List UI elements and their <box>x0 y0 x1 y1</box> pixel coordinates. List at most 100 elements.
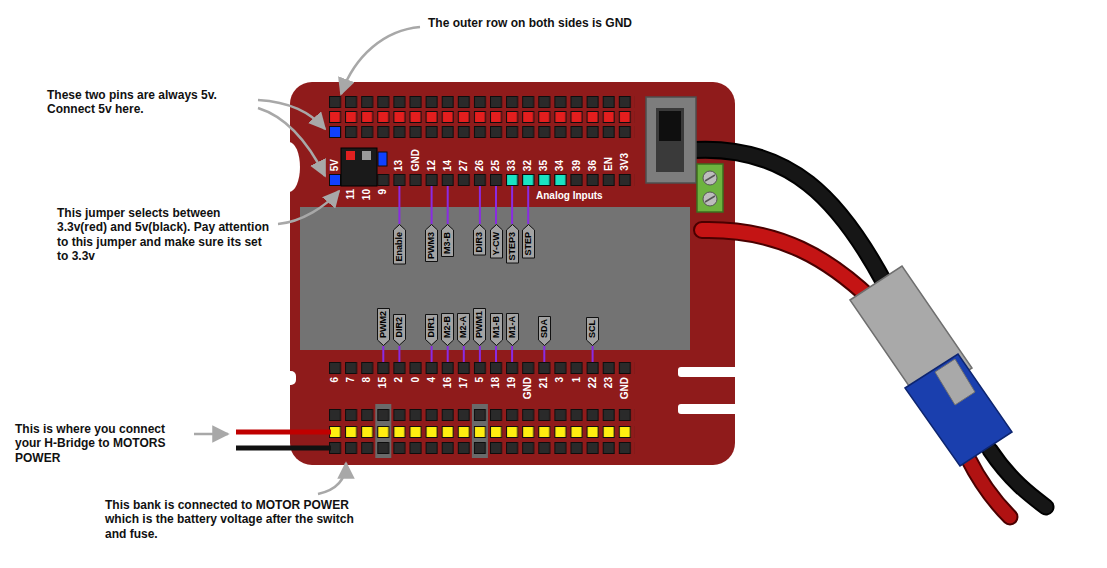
pin-label: 4 <box>427 377 437 383</box>
pin-tag: SCL <box>586 317 599 346</box>
terminal-block <box>697 164 723 212</box>
pin-label: 32 <box>523 160 533 171</box>
signal-name: DIR3 <box>475 232 484 253</box>
pin-tag: DIR1 <box>425 314 438 346</box>
header-row <box>329 409 635 421</box>
trace <box>511 346 513 362</box>
pin-tag: PWM1 <box>473 308 486 346</box>
connector-housing <box>905 354 1012 466</box>
tag-shape <box>393 225 405 265</box>
pin-tag: Enable <box>393 224 406 265</box>
callout-text: This bank is connected to MOTOR POWER wh… <box>105 498 355 541</box>
header-row <box>329 362 635 374</box>
section-label: Analog Inputs <box>536 190 603 201</box>
callout-text: The outer row on both sides is GND <box>428 16 688 30</box>
signal-name: M3-B <box>443 232 452 254</box>
trace <box>398 186 400 224</box>
trace <box>495 346 497 362</box>
pin-label: 6 <box>330 377 340 383</box>
pin-label: 15 <box>378 377 388 388</box>
pin-tag: PWM3 <box>425 224 438 262</box>
tag-shape <box>442 314 454 346</box>
wire <box>694 150 885 284</box>
signal-name: PWM3 <box>427 232 436 259</box>
pin-label: 0 <box>411 377 421 383</box>
jumper-pin <box>378 152 387 166</box>
tag-shape <box>490 314 502 346</box>
motor-wire <box>236 446 331 451</box>
gnd-row <box>329 409 635 421</box>
jumper-body <box>341 148 377 186</box>
screw-slot <box>705 196 715 202</box>
pin-label: 3 <box>555 377 565 383</box>
header-row <box>329 111 635 123</box>
trace <box>398 346 400 362</box>
pin-label: 2 <box>394 377 404 383</box>
pin-tag: M2-B <box>441 313 454 346</box>
callout-text: This jumper selects between 3.3v(red) an… <box>57 206 272 264</box>
pin-tag: M1-B <box>490 313 503 346</box>
motor-wire <box>236 430 331 435</box>
switch-toggle <box>659 111 681 141</box>
terminal-screw <box>703 171 717 185</box>
signal-name: STEP3 <box>508 232 517 261</box>
tag-shape <box>426 225 438 262</box>
pin-label: 13 <box>394 160 404 171</box>
power-switch <box>646 97 696 183</box>
tag-shape <box>538 316 550 345</box>
tag-shape <box>587 318 599 346</box>
tag-shape <box>522 225 534 259</box>
leader-lines <box>194 27 420 494</box>
trace <box>511 186 513 224</box>
tag-shape <box>458 314 470 346</box>
header-row <box>329 96 635 108</box>
signal-name: M2-B <box>443 316 452 338</box>
pin-label: 12 <box>427 160 437 171</box>
trace <box>479 346 481 362</box>
pin-label: 5V <box>330 159 340 171</box>
terminal-screw <box>703 192 717 206</box>
pin-label: 26 <box>475 160 485 171</box>
trace <box>495 186 497 224</box>
esp32-pin-row <box>329 362 635 374</box>
pin-label: 14 <box>443 160 453 171</box>
board-slot <box>678 367 748 377</box>
leader-line <box>318 463 346 494</box>
wire <box>702 230 872 300</box>
signal-name: M1-A <box>508 316 517 338</box>
pin-label: 7 <box>346 377 356 383</box>
pin-label: 27 <box>459 160 469 171</box>
wire <box>702 230 872 300</box>
board <box>278 82 748 465</box>
tag-shape <box>506 314 518 346</box>
pin-label: 33 <box>507 160 517 171</box>
module-panel <box>300 207 690 350</box>
5v-pin <box>330 175 341 186</box>
pin-tag: STEP3 <box>506 224 519 264</box>
pin-label: 35 <box>539 160 549 171</box>
signal-traces <box>383 186 592 362</box>
switch-slot <box>656 108 684 172</box>
connector-tab <box>935 359 975 405</box>
pin-label: 34 <box>555 160 565 171</box>
analog-pins <box>506 174 570 186</box>
trace <box>592 346 594 362</box>
pin-label: 36 <box>588 160 598 171</box>
wire <box>968 458 1010 517</box>
pin-tag: STEP <box>522 224 535 259</box>
power-row <box>329 111 635 123</box>
pin-label: 39 <box>572 160 582 171</box>
signal-name: PWM2 <box>379 311 388 338</box>
tag-shape <box>377 309 389 346</box>
leader-line <box>278 191 339 224</box>
pin-label: GND <box>411 149 421 171</box>
pin-tag: Y-CW <box>490 224 503 259</box>
pin-label: GND <box>620 377 630 399</box>
pin-label: 21 <box>539 377 549 388</box>
tag-shape <box>393 315 405 346</box>
pin-label: 16 <box>443 377 453 388</box>
terminal-body <box>697 164 723 212</box>
pin-label: 11 <box>346 189 356 200</box>
